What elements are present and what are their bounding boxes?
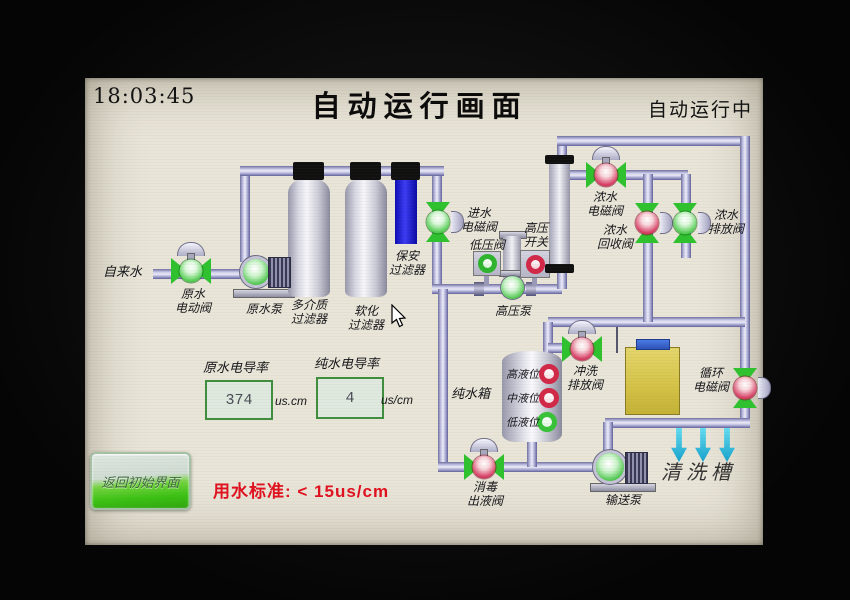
raw-conductivity-label: 原水电导率 bbox=[203, 360, 269, 375]
pipe-tank-inlet bbox=[543, 322, 553, 356]
pipe-membrane-feed bbox=[557, 271, 567, 289]
ro-membrane-top-cap bbox=[545, 155, 574, 164]
level-low-lamp-icon bbox=[537, 412, 557, 432]
pipe-coupling bbox=[474, 282, 484, 296]
status-badge: 自动运行中 bbox=[647, 99, 753, 121]
hp-pump-column bbox=[503, 236, 521, 278]
inlet-valve-label: 进水电磁阀 bbox=[460, 206, 497, 234]
level-high-label: 高液位 bbox=[506, 369, 539, 381]
raw-pump-label: 原水泵 bbox=[245, 302, 282, 316]
valve-side-dome-icon bbox=[758, 377, 771, 399]
pipe-tank-outlet bbox=[527, 439, 537, 467]
tap-water-label: 自来水 bbox=[103, 264, 143, 279]
flow-arrow-icon bbox=[719, 428, 735, 462]
ro-membrane-vessel bbox=[549, 163, 570, 265]
raw-conductivity-display: 374 bbox=[205, 380, 273, 420]
raw-pump-base bbox=[233, 289, 295, 298]
flow-arrow-icon bbox=[671, 428, 687, 462]
pipe-right-vertical bbox=[740, 136, 750, 428]
dosing-line bbox=[616, 327, 618, 353]
raw-conductivity-unit: us.cm bbox=[275, 394, 308, 408]
hp-pump-icon bbox=[501, 276, 524, 299]
softener-filter-vessel bbox=[345, 178, 387, 297]
level-mid-lamp-icon bbox=[539, 388, 559, 408]
pipe-hp-pump-line bbox=[432, 284, 562, 294]
green-lamp-icon bbox=[477, 254, 497, 273]
red-lamp-icon bbox=[525, 254, 545, 274]
pure-conductivity-label: 纯水电导率 bbox=[314, 356, 380, 371]
disinfect-valve-label: 消毒出液阀 bbox=[466, 480, 503, 508]
concentrate-discharge-label: 浓水排放阀 bbox=[707, 208, 744, 236]
pure-tank-label: 纯水箱 bbox=[451, 386, 491, 401]
chemical-tank-cap bbox=[636, 339, 670, 350]
media-filter-vessel bbox=[288, 178, 330, 297]
softener-filter-label: 软化过滤器 bbox=[347, 304, 384, 332]
pure-conductivity-display: 4 bbox=[316, 377, 384, 419]
flush-discharge-valve bbox=[562, 320, 602, 362]
softener-filter-cap bbox=[350, 162, 381, 180]
concentrate-solenoid-label: 浓水电磁阀 bbox=[586, 190, 623, 218]
hp-pump-label: 高压泵 bbox=[494, 304, 531, 318]
cleaning-tank-label: 清洗槽 bbox=[661, 462, 736, 484]
circulation-solenoid-valve bbox=[733, 368, 771, 408]
media-filter-cap bbox=[293, 162, 324, 180]
security-filter-label: 保安过滤器 bbox=[388, 249, 425, 277]
pipe-raw-riser bbox=[240, 170, 250, 262]
concentrate-recovery-label: 浓水回收阀 bbox=[596, 223, 633, 251]
water-standard-text: 用水标准: < 15us/cm bbox=[213, 482, 390, 501]
level-low-label: 低液位 bbox=[506, 417, 539, 429]
raw-pump-icon bbox=[243, 259, 269, 285]
pipe-transfer-riser bbox=[603, 422, 613, 454]
mouse-cursor bbox=[391, 304, 407, 328]
valve-side-dome-icon bbox=[660, 212, 673, 234]
level-high-lamp-icon bbox=[539, 364, 559, 384]
inlet-solenoid-valve bbox=[426, 202, 464, 242]
security-filter-vessel bbox=[395, 180, 417, 244]
disinfect-outlet-valve bbox=[464, 438, 504, 480]
back-to-home-button[interactable]: 返回初始界面 bbox=[90, 452, 191, 510]
transfer-pump-base bbox=[590, 483, 656, 492]
pipe-permeate-mid bbox=[548, 317, 745, 327]
pipe-top-header bbox=[240, 166, 444, 176]
hp-switch-label: 高压开关 bbox=[523, 221, 548, 249]
clock: 18:03:45 bbox=[93, 84, 196, 108]
pipe-coupling bbox=[526, 282, 536, 296]
hps-stem bbox=[532, 276, 537, 286]
pipe-membrane-top-stub bbox=[557, 136, 567, 160]
hmi-screen: 18:03:45 自动运行画面 自动运行中 自来水 原水电动阀 原水泵 多介质过… bbox=[85, 78, 771, 545]
flow-arrow-icon bbox=[695, 428, 711, 462]
raw-valve-label: 原水电动阀 bbox=[174, 287, 211, 315]
security-filter-cap bbox=[391, 162, 420, 180]
chemical-tank bbox=[625, 347, 680, 415]
pipe-left-down bbox=[438, 289, 448, 465]
pipe-clean-line bbox=[605, 418, 750, 428]
transfer-pump-icon bbox=[596, 453, 624, 481]
ro-membrane-bottom-cap bbox=[545, 264, 574, 273]
transfer-pump-label: 输送泵 bbox=[604, 493, 641, 507]
transfer-pump-motor-icon bbox=[625, 452, 648, 484]
concentrate-solenoid-valve bbox=[586, 146, 626, 188]
flush-valve-label: 冲洗排放阀 bbox=[566, 364, 603, 392]
lp-stem bbox=[484, 273, 489, 286]
circulation-valve-label: 循环电磁阀 bbox=[692, 366, 729, 394]
level-mid-label: 中液位 bbox=[506, 393, 539, 405]
concentrate-discharge-valve bbox=[673, 203, 711, 243]
raw-pump-motor-icon bbox=[268, 257, 291, 288]
low-pressure-indicator bbox=[473, 251, 501, 276]
low-pressure-label: 低压阀 bbox=[468, 238, 505, 252]
raw-water-motor-valve bbox=[171, 242, 211, 284]
pipe-permeate-top bbox=[557, 136, 750, 146]
page-title: 自动运行画面 bbox=[311, 89, 528, 123]
concentrate-recovery-valve bbox=[635, 203, 673, 243]
pipe-recovery-drop bbox=[643, 174, 653, 322]
pure-conductivity-unit: us/cm bbox=[381, 393, 414, 407]
pipe-concentrate bbox=[570, 170, 688, 180]
pipe-bottom-line bbox=[438, 462, 600, 472]
media-filter-label: 多介质过滤器 bbox=[290, 298, 327, 326]
